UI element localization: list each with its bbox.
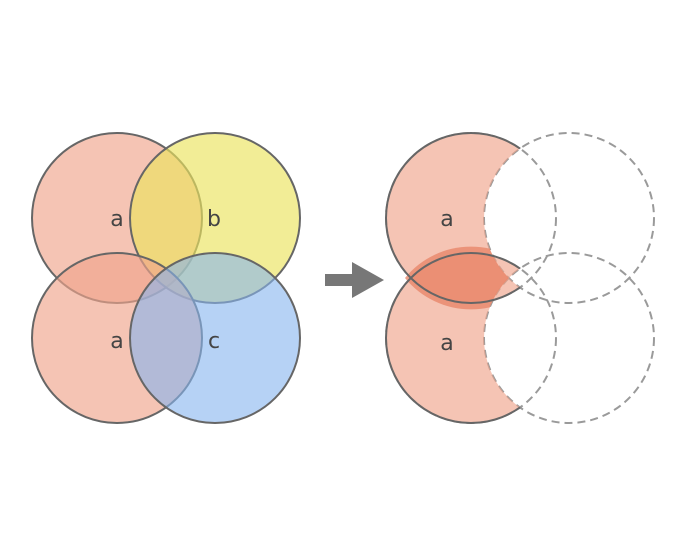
- label-a-top: a: [110, 207, 123, 232]
- label-a-bottom: a: [110, 329, 123, 354]
- label-a-right-bottom: a: [440, 331, 453, 356]
- crescent-a-bottom-outline: [385, 252, 557, 424]
- label-a-right-top: a: [440, 207, 453, 232]
- crescent-overlap: [405, 246, 537, 310]
- right-arrow-icon: [325, 262, 384, 298]
- left-circle-group: a b a c: [31, 132, 301, 424]
- circle-c: [129, 252, 301, 424]
- label-c: c: [208, 329, 220, 354]
- label-b: b: [207, 207, 221, 232]
- crescent-a-top-outline: [385, 132, 557, 304]
- right-circle-group: a a: [385, 132, 655, 424]
